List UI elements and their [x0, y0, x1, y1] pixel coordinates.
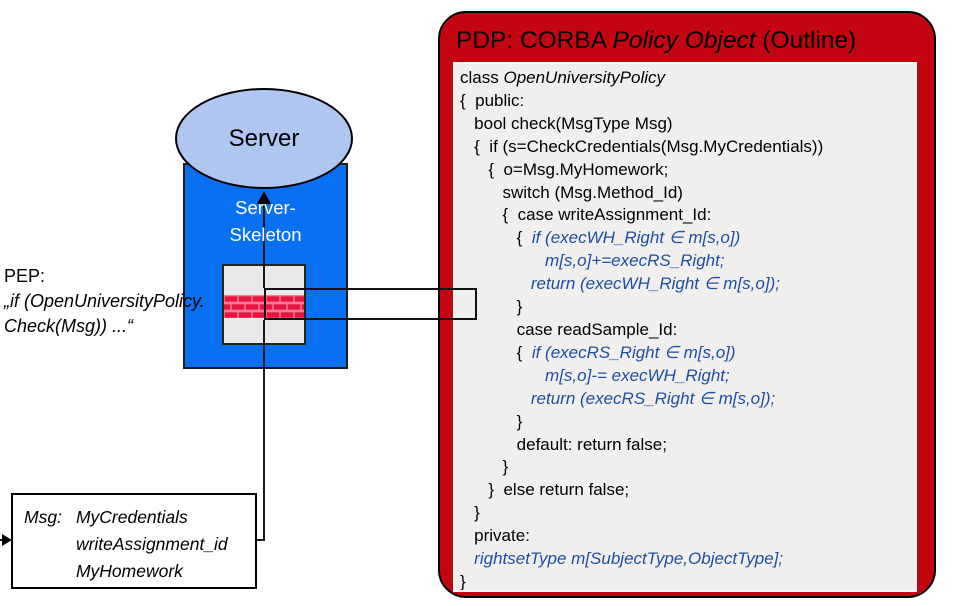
msg-values: MyCredentials writeAssignment_id MyHomew…	[76, 504, 228, 587]
arrowhead-right-icon	[2, 534, 12, 546]
server-label: Server	[228, 124, 300, 152]
code-line: }	[460, 571, 915, 591]
text-segment: if (execWH_Right ∈ m[s,o])	[531, 228, 741, 248]
text-segment: }	[460, 503, 480, 523]
text-segment	[460, 549, 474, 568]
server-skeleton-label-line1: Server-	[235, 197, 296, 218]
text-segment: }	[460, 457, 509, 477]
pep-note-line3: Check(Msg)) ...“	[4, 316, 134, 336]
code-line: bool check(MsgType Msg)	[460, 113, 915, 136]
text-segment: OpenUniversityPolicy	[503, 68, 666, 87]
text-segment: case readSample_Id:	[460, 319, 678, 339]
text-segment: { public:	[460, 90, 525, 110]
text-segment: { o=Msg.MyHomework;	[460, 159, 669, 179]
text-segment	[460, 389, 531, 408]
msg-box: Msg: MyCredentials writeAssignment_id My…	[11, 493, 257, 589]
text-segment: class	[460, 68, 504, 87]
pdp-code-panel: class OpenUniversityPolicy{ public: bool…	[453, 62, 917, 592]
connector-msg-to-firewall	[263, 320, 265, 540]
connector-msg-stub	[257, 539, 265, 541]
connector-firewall-to-server	[263, 203, 265, 288]
code-line: { case writeAssignment_Id:	[460, 204, 915, 227]
text-segment: return (execWH_Right ∈ m[s,o]);	[530, 274, 780, 294]
text-segment: PDP: CORBA	[456, 27, 613, 54]
arrowhead-up-icon	[257, 191, 271, 204]
pep-note: PEP: „if (OpenUniversityPolicy. Check(Ms…	[4, 264, 205, 339]
text-segment: }	[460, 571, 466, 591]
text-segment: return (execRS_Right ∈ m[s,o]);	[530, 388, 776, 408]
code-line: rightsetType m[SubjectType,ObjectType];	[460, 548, 915, 571]
text-segment: default: return false;	[460, 434, 667, 454]
msg-value-credentials: MyCredentials	[75, 507, 188, 527]
code-line: private:	[460, 525, 915, 548]
pep-note-line2: „if (OpenUniversityPolicy.	[4, 291, 205, 311]
code-line: { public:	[460, 90, 915, 113]
code-line: { if (execRS_Right ∈ m[s,o])	[460, 342, 915, 365]
text-segment: }	[460, 297, 523, 317]
code-line: return (execWH_Right ∈ m[s,o]);	[460, 273, 915, 296]
text-segment: m[s,o]-= execWH_Right;	[545, 365, 730, 385]
text-segment: { if (s=CheckCredentials(Msg.MyCredentia…	[460, 136, 824, 156]
text-segment: {	[460, 228, 532, 248]
text-segment: {	[460, 342, 532, 362]
code-line: { if (execWH_Right ∈ m[s,o])	[460, 227, 915, 250]
text-segment: Policy Object	[612, 27, 756, 54]
text-segment: }	[460, 411, 523, 431]
code-line: case readSample_Id:	[460, 319, 915, 342]
text-segment: (Outline)	[755, 27, 857, 54]
code-line: switch (Msg.Method_Id)	[460, 182, 915, 205]
text-segment: private:	[460, 526, 530, 546]
code-line: }	[460, 296, 915, 319]
server-skeleton-label-line2: Skeleton	[229, 224, 302, 245]
code-line: }	[460, 502, 915, 525]
text-segment: if (execRS_Right ∈ m[s,o])	[531, 342, 736, 362]
code-line: { o=Msg.MyHomework;	[460, 159, 915, 182]
msg-value-method: writeAssignment_id	[75, 534, 228, 554]
text-segment: m[s,o]+=execRS_Right;	[545, 251, 725, 271]
code-line: m[s,o]+=execRS_Right;	[460, 250, 915, 273]
msg-label: Msg:	[24, 507, 62, 527]
text-segment: { case writeAssignment_Id:	[460, 205, 712, 225]
server-ellipse: Server	[175, 88, 353, 189]
code-line: { if (s=CheckCredentials(Msg.MyCredentia…	[460, 136, 915, 159]
code-line: }	[460, 456, 915, 479]
text-segment	[460, 366, 545, 385]
text-segment: switch (Msg.Method_Id)	[460, 182, 683, 202]
code-line: return (execRS_Right ∈ m[s,o]);	[460, 388, 915, 411]
msg-value-homework: MyHomework	[75, 561, 183, 581]
pep-note-line1: PEP:	[4, 266, 46, 286]
text-segment	[460, 251, 545, 270]
code-line: m[s,o]-= execWH_Right;	[460, 365, 915, 388]
code-line: } else return false;	[460, 479, 915, 502]
pdp-title: PDP: CORBA Policy Object (Outline)	[456, 27, 856, 55]
text-segment: } else return false;	[460, 480, 630, 500]
server-skeleton-label: Server- Skeleton	[183, 194, 348, 248]
firewall-hole-rect	[264, 288, 477, 320]
text-segment: bool check(MsgType Msg)	[460, 113, 673, 133]
text-segment: rightsetType m[SubjectType,ObjectType];	[474, 549, 784, 569]
code-line: class OpenUniversityPolicy	[460, 67, 915, 90]
code-line: }	[460, 411, 915, 434]
code-line: default: return false;	[460, 434, 915, 457]
